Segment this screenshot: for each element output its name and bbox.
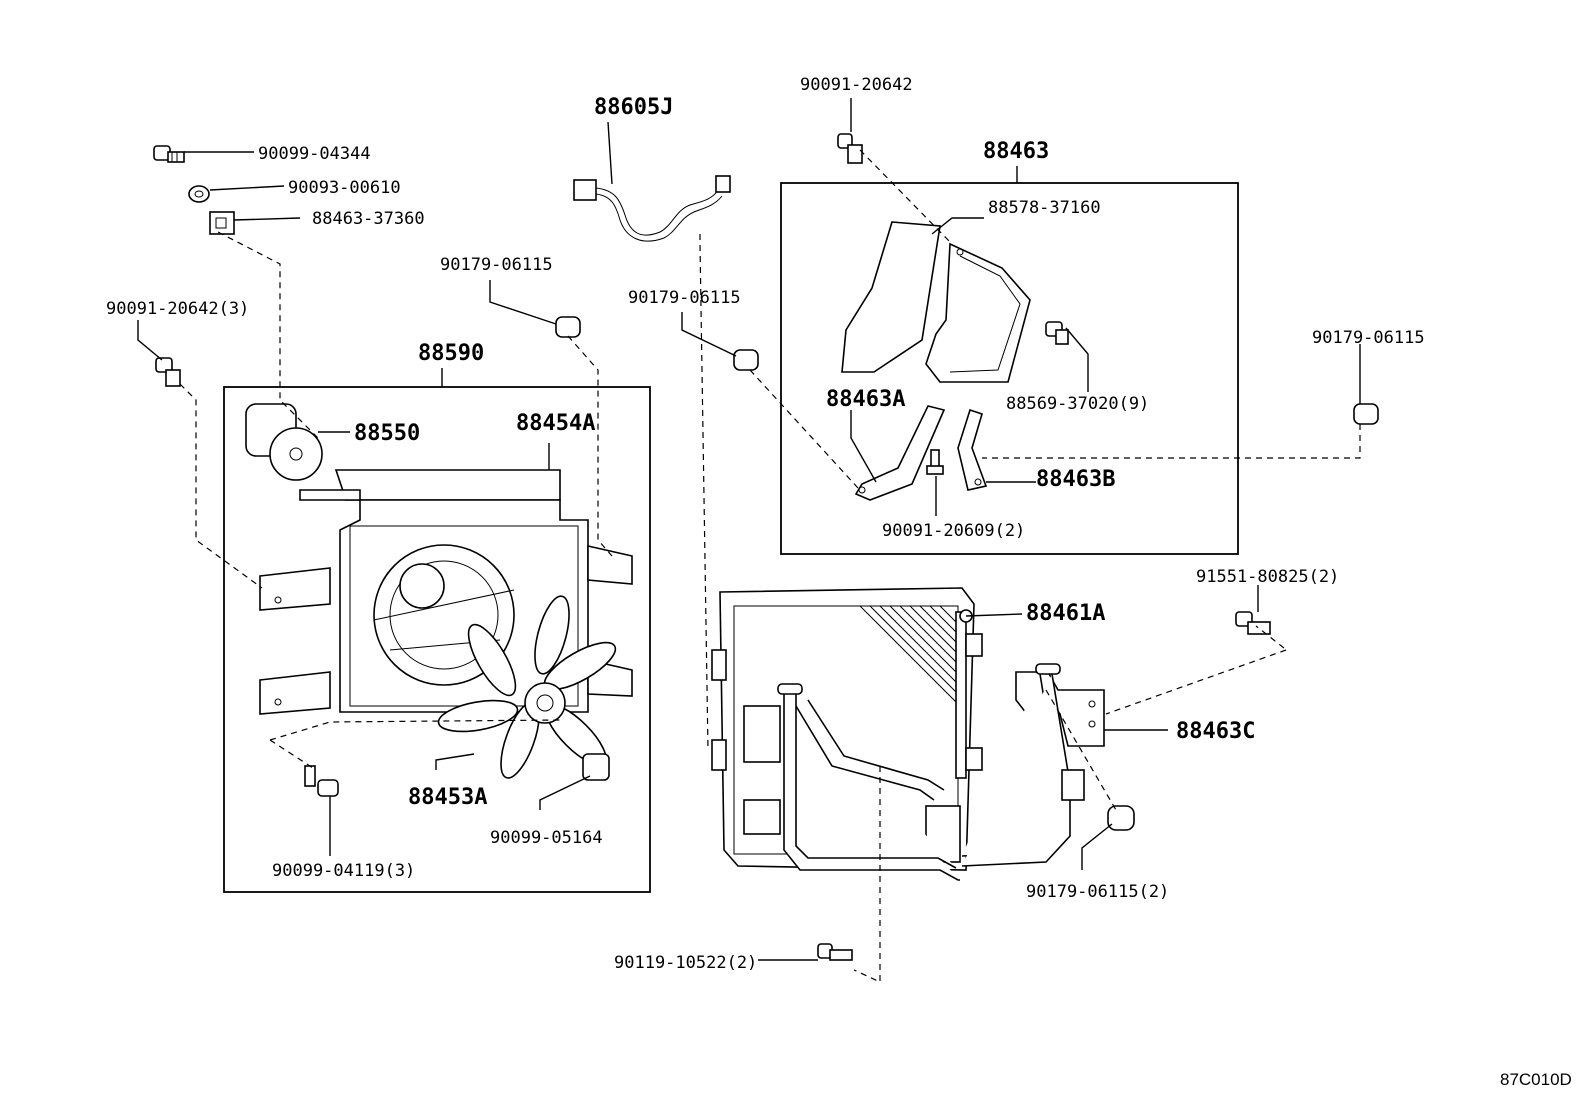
nut-90179-06115-a	[555, 316, 581, 338]
label-88463: 88463	[983, 139, 1049, 164]
nut-90179-06115-b	[733, 349, 759, 371]
condenser-88461A	[711, 587, 983, 881]
stud-90091-20609-2	[926, 449, 944, 475]
label-88463A: 88463A	[826, 387, 905, 412]
label-88569-37020-9: 88569-37020(9)	[1006, 394, 1149, 414]
wire-harness-88605J	[573, 175, 731, 242]
bolt-90099-04119-3	[304, 765, 339, 797]
bracket-88463B	[957, 408, 988, 491]
nut-90179-06115-2	[1107, 805, 1135, 831]
label-90093-00610: 90093-00610	[288, 178, 401, 198]
fan-blade-88453A	[437, 595, 617, 779]
clip-88463-37360	[209, 211, 235, 235]
label-88463-37360: 88463-37360	[312, 209, 425, 229]
assembly-box-88590	[223, 386, 651, 893]
label-88550: 88550	[354, 421, 420, 446]
nut-90179-06115-c	[1353, 403, 1379, 425]
leader-lines	[137, 98, 1361, 983]
label-88453A: 88453A	[408, 785, 487, 810]
label-90099-04344: 90099-04344	[258, 144, 371, 164]
bolt-90091-20642-3	[155, 357, 181, 387]
nut-90099-05164	[582, 753, 610, 781]
assembly-box-88463	[780, 182, 1239, 555]
bolt-91551-80825-2	[1235, 611, 1271, 635]
bolt-90119-10522-2	[817, 943, 853, 961]
bolt-90099-04344	[153, 145, 185, 163]
shield-88578-37160	[841, 221, 1031, 383]
label-88578-37160: 88578-37160	[988, 198, 1101, 218]
label-88463B: 88463B	[1036, 467, 1115, 492]
label-88463C: 88463C	[1176, 719, 1255, 744]
label-90091-20642-top: 90091-20642	[800, 75, 913, 95]
label-88605J: 88605J	[594, 95, 673, 120]
bracket-88463A	[854, 405, 946, 501]
label-90091-20609-2: 90091-20609(2)	[882, 521, 1025, 541]
clip-88569-37020-9	[1045, 321, 1069, 345]
washer-90093-00610	[188, 185, 210, 203]
label-90179-06115-a: 90179-06115	[440, 255, 553, 275]
figure-code: 87C010D	[1500, 1070, 1572, 1089]
fan-motor-88550	[245, 403, 323, 481]
label-90091-20642-3: 90091-20642(3)	[106, 299, 249, 319]
label-88461A: 88461A	[1026, 601, 1105, 626]
bolt-90091-20642	[837, 133, 863, 164]
label-90099-04119-3: 90099-04119(3)	[272, 861, 415, 881]
label-88454A: 88454A	[516, 411, 595, 436]
label-90179-06115-b: 90179-06115	[628, 288, 741, 308]
bracket-88463C	[961, 663, 1105, 867]
label-91551-80825-2: 91551-80825(2)	[1196, 567, 1339, 587]
label-90179-06115-2: 90179-06115(2)	[1026, 882, 1169, 902]
label-88590: 88590	[418, 341, 484, 366]
label-90119-10522-2: 90119-10522(2)	[614, 953, 757, 973]
label-90179-06115-c: 90179-06115	[1312, 328, 1425, 348]
label-90099-05164: 90099-05164	[490, 828, 603, 848]
